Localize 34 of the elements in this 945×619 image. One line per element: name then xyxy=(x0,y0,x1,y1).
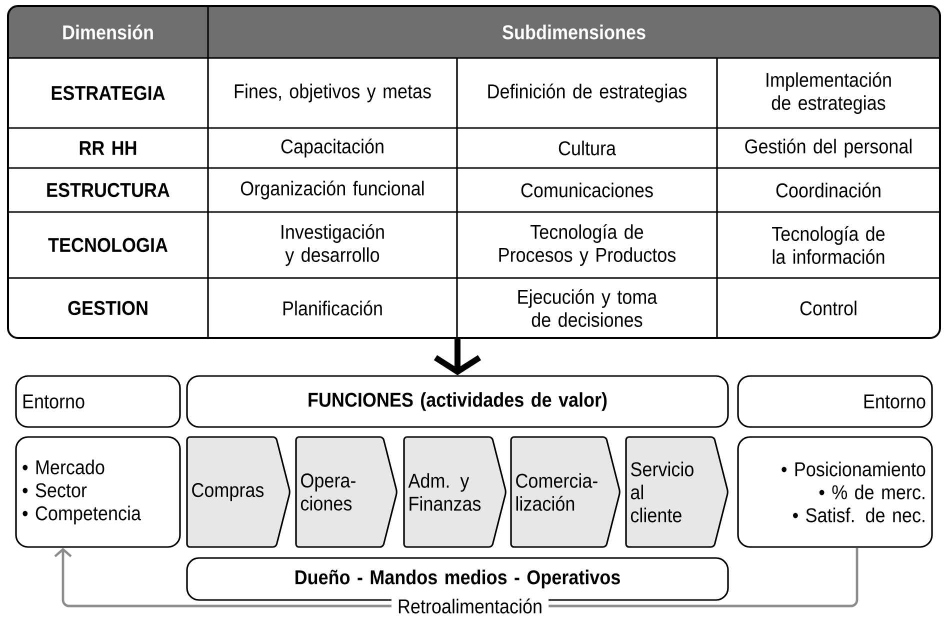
table-cell: RR HH xyxy=(80,141,136,155)
table-cell: Cultura xyxy=(558,140,616,156)
table-cell: GESTION xyxy=(68,300,148,316)
process-step-box: Opera- ciones xyxy=(295,436,398,548)
table-cell: Organización funcional xyxy=(240,180,424,200)
process-step-box: Adm. y Finanzas xyxy=(403,436,506,548)
table-cell: Investigación y desarrollo xyxy=(282,224,384,266)
column-header: Dimensión xyxy=(63,24,153,40)
rounded-box: Entorno xyxy=(737,375,933,428)
table-cell: Capacitación xyxy=(281,138,384,158)
table-frame xyxy=(7,5,941,339)
table-cell: Fines, objetivos y metas xyxy=(234,84,431,102)
process-step-box: Servicio al cliente xyxy=(625,436,728,548)
column-header: Subdimensiones xyxy=(502,24,646,40)
table-cell: ESTRUCTURA xyxy=(47,182,170,198)
table-cell: ESTRATEGIA xyxy=(52,86,165,100)
process-step-box: Compras xyxy=(186,436,290,548)
rounded-box: FUNCIONES (actividades de valor) xyxy=(186,375,729,428)
rounded-box: Entorno xyxy=(15,375,181,428)
table-cell: Implementación de estrategias xyxy=(766,72,891,114)
table-cell: Planificación xyxy=(283,300,382,316)
process-step-box: Comercia- lización xyxy=(510,436,620,548)
edge-label: Retroalimentación xyxy=(391,598,549,614)
rounded-box: • Posicionamiento • % de merc. • Satisf. de nec. xyxy=(737,436,933,548)
table-cell: Comunicaciones xyxy=(521,182,653,198)
table-cell: Control xyxy=(800,300,856,316)
rounded-box: • Mercado • Sector • Competencia xyxy=(15,436,181,548)
table-cell: Gestión del personal xyxy=(745,138,912,158)
table-cell: TECNOLOGIA xyxy=(48,238,168,252)
table-cell: Tecnología de Procesos y Productos xyxy=(499,224,676,266)
table-cell: Definición de estrategias xyxy=(488,84,687,102)
table-cell: Coordinación xyxy=(776,182,880,198)
table-cell: Tecnología de la información xyxy=(772,226,885,264)
table-cell: Ejecución y toma de decisiones xyxy=(518,289,658,327)
